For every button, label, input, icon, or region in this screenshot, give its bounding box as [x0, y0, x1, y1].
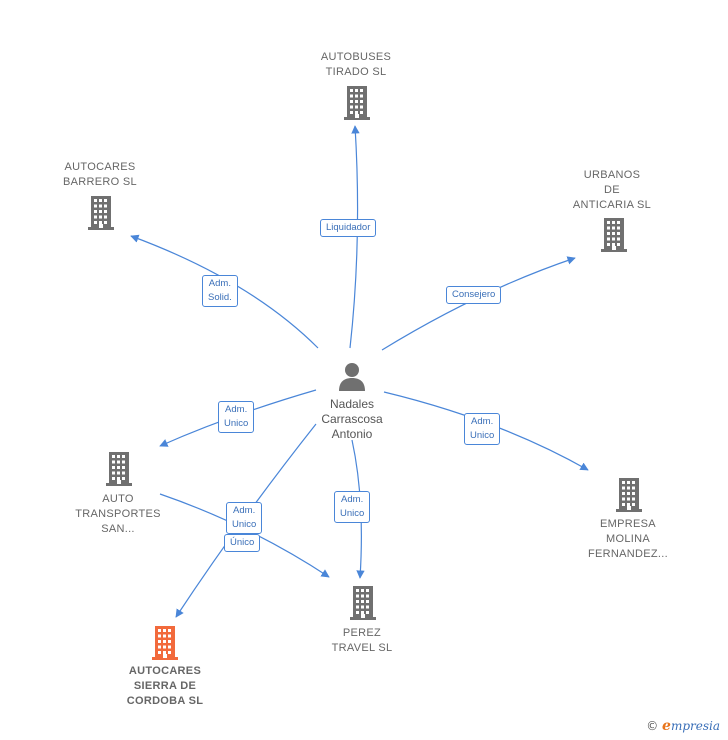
edge-label-autobuses[interactable]: Liquidador	[320, 219, 377, 237]
building-icon-autocares-barrero[interactable]	[86, 196, 116, 235]
edge-autobuses	[349, 125, 360, 349]
company-label-auto-transportes[interactable]: AUTO TRANSPORTES SAN...	[75, 493, 161, 535]
edge-label-auto-transportes--perez-travel[interactable]: Único	[224, 534, 261, 552]
company-label-urbanos[interactable]: URBANOS DE ANTICARIA SL	[572, 169, 652, 211]
building-icon-urbanos[interactable]	[599, 218, 629, 257]
person-name[interactable]: Nadales Carrascosa Antonio	[321, 397, 383, 441]
edge-label-empresa-molina[interactable]: Adm. Unico	[464, 413, 501, 445]
company-label-autocares-barrero[interactable]: AUTOCARES BARRERO SL	[63, 161, 137, 188]
building-icon-auto-transportes[interactable]	[104, 452, 134, 491]
brand-name: mpresia	[670, 719, 720, 733]
building-icon-perez-travel[interactable]	[348, 586, 378, 625]
company-label-perez-travel[interactable]: PEREZ TRAVEL SL	[331, 627, 393, 654]
company-label-empresa-molina[interactable]: EMPRESA MOLINA FERNANDEZ...	[588, 518, 668, 560]
edge-label-auto-transportes[interactable]: Adm. Unico	[218, 401, 255, 433]
building-icon-autocares-sierra[interactable]	[150, 626, 180, 665]
building-icon-empresa-molina[interactable]	[614, 478, 644, 517]
copyright-symbol: ©	[646, 719, 659, 733]
edge-label-autocares-barrero[interactable]: Adm. Solid.	[202, 275, 238, 307]
empresia-logo[interactable]: © empresia	[646, 718, 720, 734]
building-icon-autobuses[interactable]	[342, 86, 372, 125]
brand-initial: e	[662, 718, 671, 734]
edge-label-perez-travel[interactable]: Adm. Unico	[334, 491, 371, 523]
company-label-autobuses[interactable]: AUTOBUSES TIRADO SL	[320, 51, 392, 78]
company-label-autocares-sierra[interactable]: AUTOCARES SIERRA DE CORDOBA SL	[126, 665, 204, 707]
person-icon[interactable]	[337, 361, 367, 391]
edge-label-autocares-sierra[interactable]: Adm. Unico	[226, 502, 263, 534]
edge-label-urbanos[interactable]: Consejero	[446, 286, 502, 304]
edge-urbanos	[381, 256, 576, 351]
